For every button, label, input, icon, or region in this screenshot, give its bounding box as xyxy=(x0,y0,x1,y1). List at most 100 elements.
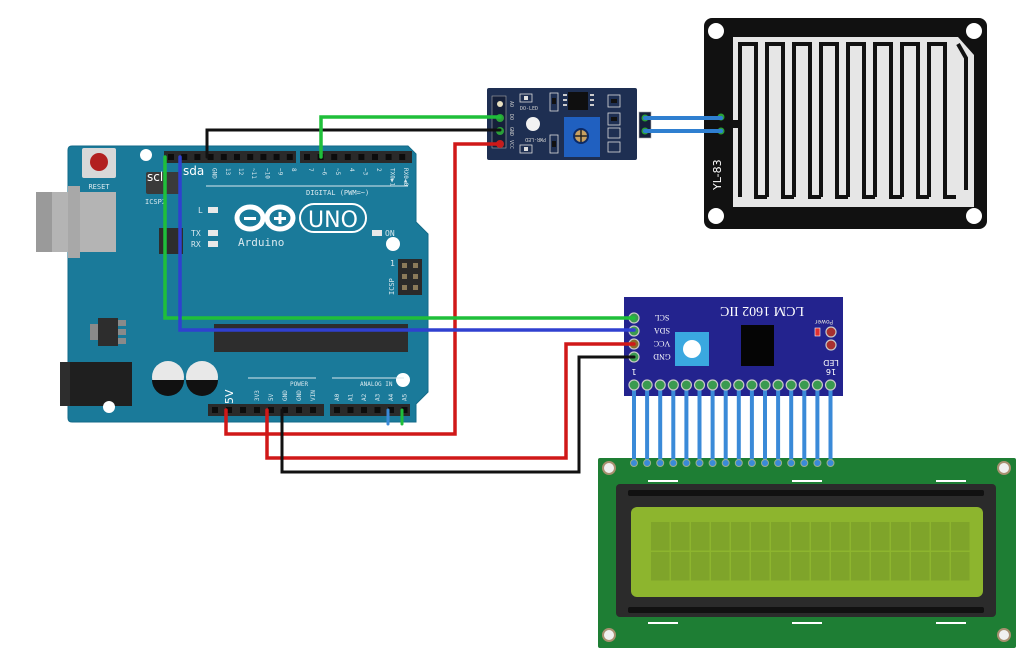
arduino-brand-text: Arduino xyxy=(238,236,284,249)
analog-pin-label: A5 xyxy=(402,393,409,401)
header-pin xyxy=(310,407,316,413)
header-pin xyxy=(358,154,365,160)
pwr-led-label: PWR-LED xyxy=(525,136,546,142)
lcd-pin-end xyxy=(774,459,783,467)
wire-sda-lcd[interactable] xyxy=(178,155,636,332)
lcd-char-cell xyxy=(751,522,770,551)
lcd-char-cell xyxy=(851,552,870,581)
header-pin xyxy=(207,154,214,160)
lcd-pin-end xyxy=(708,459,717,467)
lcd-char-cell xyxy=(851,522,870,551)
header-pin xyxy=(181,154,188,160)
lcd-char-cell xyxy=(791,522,810,551)
icsp-pin1-label: 1 xyxy=(390,259,395,268)
lcd-char-cell xyxy=(871,552,890,581)
sensor-pin-label: DO xyxy=(508,114,514,120)
plus-label: + xyxy=(641,145,651,159)
lcd-char-cell xyxy=(871,522,890,551)
lcd-char-cell xyxy=(911,552,930,581)
lcd-pin-end xyxy=(787,459,796,467)
plate-trace xyxy=(927,42,956,199)
wire-gnd-lcd[interactable] xyxy=(280,355,636,474)
wire-vcc-lcd[interactable] xyxy=(265,342,636,460)
lcd-pin-pad xyxy=(772,379,784,391)
lcd-char-cell xyxy=(731,552,750,581)
analog-label: ANALOG IN xyxy=(360,381,393,388)
digital-pin-label: ~11 xyxy=(250,168,257,179)
lcd-char-cell xyxy=(671,522,690,551)
icsp2-header xyxy=(146,172,180,194)
power-pin-label: 5V xyxy=(268,393,275,401)
lcd-char-cell xyxy=(711,552,730,581)
lcd-char-cell xyxy=(931,552,950,581)
wire-vcc-sensor[interactable] xyxy=(224,142,502,436)
lcd-pin-pad xyxy=(641,379,653,391)
lcd-pin-pad xyxy=(720,379,732,391)
icsp-label: ICSP xyxy=(388,278,396,295)
lcd-char-cell xyxy=(811,522,830,551)
power-pin-label: GND xyxy=(296,390,303,401)
digital-pin-label: 12 xyxy=(237,168,244,176)
header-pin xyxy=(347,407,354,413)
digital-pin-label: 2 xyxy=(375,168,382,172)
analog-pin-label: A3 xyxy=(375,393,382,401)
analog-pin-label: A1 xyxy=(348,393,355,401)
header-pin xyxy=(304,154,310,160)
plate-model-label: YL-83 xyxy=(711,159,724,191)
capacitor xyxy=(186,361,218,396)
digital-pin-label: ~10 xyxy=(263,168,270,179)
header-pin xyxy=(268,407,274,413)
do-led-label: DO-LED xyxy=(520,106,538,112)
header-pin xyxy=(401,407,408,413)
icsp2-label: ICSP2 xyxy=(145,198,166,206)
digital-label: DIGITAL (PWM=~) xyxy=(306,189,369,197)
plate-trace xyxy=(846,42,875,199)
lcd-char-cell xyxy=(751,552,770,581)
digital-pin-label: RX0◀0 xyxy=(402,168,409,186)
on-label: ON xyxy=(385,229,395,238)
header-pin xyxy=(226,407,232,413)
power-pin-label: 3V3 xyxy=(254,390,261,401)
lcd-char-cell xyxy=(951,522,970,551)
header-pin xyxy=(254,407,260,413)
digital-pin-label: 4 xyxy=(348,168,355,172)
header-pin xyxy=(286,154,293,160)
wire-d6-sensor[interactable] xyxy=(319,115,502,159)
lcd-pin-end xyxy=(695,459,704,467)
lcd-char-cell xyxy=(891,552,910,581)
header-pin xyxy=(247,154,254,160)
lcd-char-cell xyxy=(791,552,810,581)
lcd-char-cell xyxy=(711,522,730,551)
lcd-pin-pad xyxy=(824,379,837,391)
header-pin xyxy=(374,407,381,413)
i2c-pin-label: VCC xyxy=(654,339,670,348)
lcd-pin-pad xyxy=(759,379,771,391)
wire-scl-lcd[interactable] xyxy=(163,155,636,320)
lcd-char-cell xyxy=(931,522,950,551)
lcd-1602-display xyxy=(598,458,1016,648)
digital-pin-label: 13 xyxy=(224,168,231,176)
analog-pin-label: A0 xyxy=(334,393,341,401)
i2c-pin-label: SCL xyxy=(655,313,670,322)
lcd-pin-end xyxy=(800,459,809,467)
reset-label: RESET xyxy=(88,183,110,191)
header-pin xyxy=(344,154,351,160)
lcd-pin-pad xyxy=(811,379,824,391)
digital-pin-label: ~9 xyxy=(277,168,284,176)
header-pin xyxy=(240,407,246,413)
plate-trace xyxy=(792,42,821,199)
wire-gnd-sensor[interactable] xyxy=(205,128,502,159)
lcd-pin-end xyxy=(630,459,638,467)
lcd-char-cell xyxy=(831,522,850,551)
lcd-char-cell xyxy=(951,552,970,581)
lcd-pin-pad xyxy=(798,379,810,391)
header-pin xyxy=(212,407,218,413)
minus-label: - xyxy=(642,95,646,109)
header-pin xyxy=(260,154,267,160)
analog-pin-label: A4 xyxy=(388,393,395,401)
digital-pin-label: 7 xyxy=(307,168,314,172)
lcd-pin-pad xyxy=(706,379,719,391)
capacitor xyxy=(152,361,184,396)
rain-detection-plate: YL-83 xyxy=(704,18,987,229)
